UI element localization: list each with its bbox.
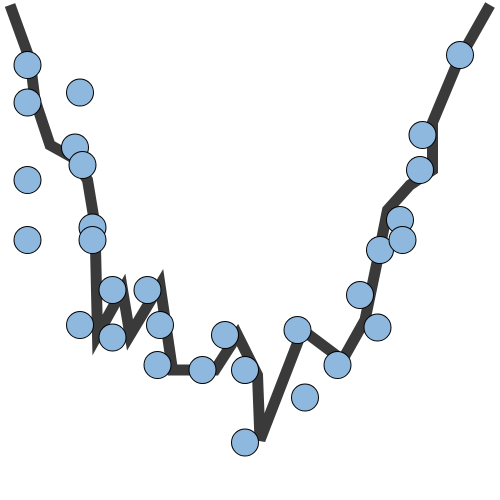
data-point [13,51,42,79]
point-layer [13,41,474,457]
data-point [231,428,259,457]
data-point [406,156,434,184]
data-point [363,313,392,342]
data-point [66,311,94,339]
data-point [211,321,239,349]
data-point [143,351,172,379]
data-point [346,281,374,309]
data-point [188,356,217,384]
data-point [323,351,352,379]
data-point [66,78,94,107]
data-point [283,316,312,344]
data-point [408,121,437,149]
data-point [146,311,174,339]
data-point [13,88,42,117]
data-point [78,226,107,254]
data-point [68,151,97,179]
data-point [446,41,474,69]
data-point [13,166,42,194]
data-point [291,383,319,412]
data-point [388,226,417,254]
data-point [13,226,42,254]
data-point [133,276,162,304]
data-point [231,356,259,384]
data-point [98,323,127,352]
data-point [98,276,127,304]
